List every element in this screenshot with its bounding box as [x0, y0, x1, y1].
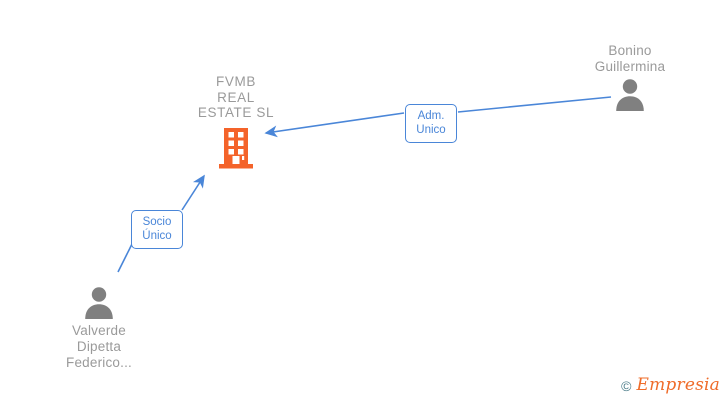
company-node[interactable]: FVMB REAL ESTATE SL	[178, 74, 294, 169]
edge-bonino-to-adm	[457, 96, 612, 113]
empresia-watermark: © Empresia	[621, 377, 720, 394]
office-building-icon	[219, 127, 253, 168]
company-name-label: FVMB REAL ESTATE SL	[197, 74, 275, 120]
edge-valverde-to-socio	[117, 241, 134, 273]
person-avatar-icon	[616, 79, 644, 111]
edge-adm-to-company	[264, 112, 405, 138]
brand-name: Empresia	[636, 375, 720, 395]
person-node-bonino-guillermina[interactable]: Bonino Guillermina	[565, 43, 695, 111]
edge-socio-to-company	[181, 174, 205, 211]
person-name-label: Bonino Guillermina	[594, 43, 666, 74]
person-node-valverde-dipetta-federico[interactable]: Valverde Dipetta Federico...	[34, 283, 164, 371]
relation-label-adm-unico[interactable]: Adm. Unico	[405, 104, 457, 143]
person-name-label: Valverde Dipetta Federico...	[66, 323, 132, 370]
person-avatar-icon	[85, 287, 113, 319]
relation-label-socio-unico[interactable]: Socio Único	[131, 210, 183, 249]
copyright-icon: ©	[621, 377, 632, 394]
